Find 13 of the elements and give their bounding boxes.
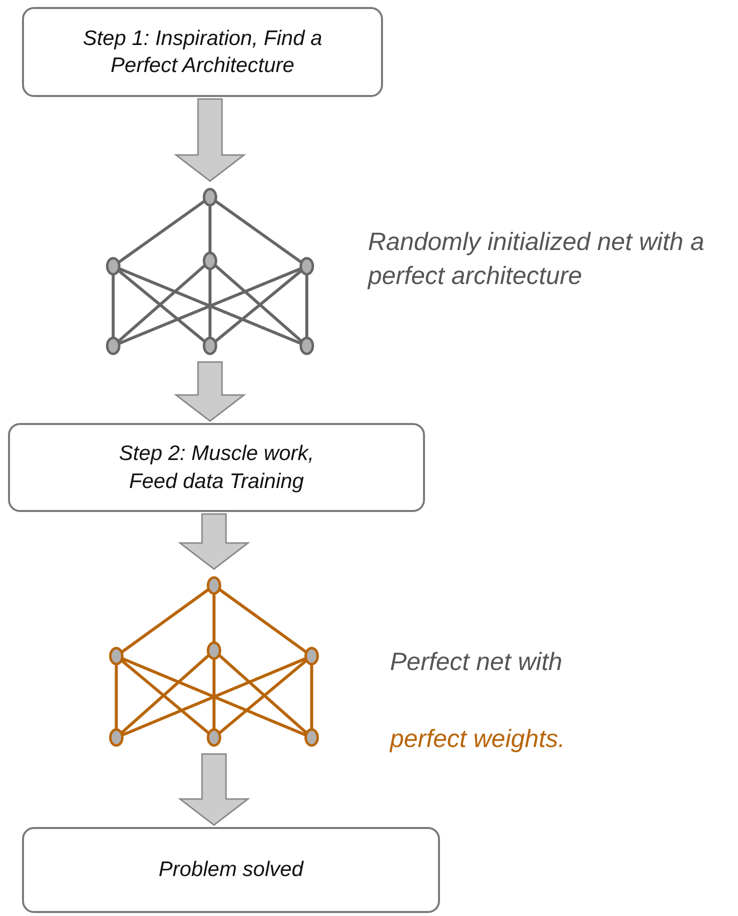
annotation-text: Perfect net with xyxy=(390,647,562,678)
block-arrow xyxy=(174,361,246,422)
process-box xyxy=(22,827,440,913)
annotation-text: Randomly initialized net with a perfect architecture xyxy=(368,227,706,292)
block-arrow xyxy=(178,513,250,570)
step-text: Problem solved xyxy=(158,857,304,884)
block-arrow xyxy=(178,753,250,826)
process-box xyxy=(22,7,383,97)
block-arrow xyxy=(174,98,246,182)
process-box xyxy=(8,423,425,512)
step-text: Step 2: Muscle work, Feed data Training xyxy=(118,441,315,494)
annotation-text: perfect weights. xyxy=(390,724,566,755)
step-text: Step 1: Inspiration, Find a Perfect Architecture xyxy=(82,26,324,79)
